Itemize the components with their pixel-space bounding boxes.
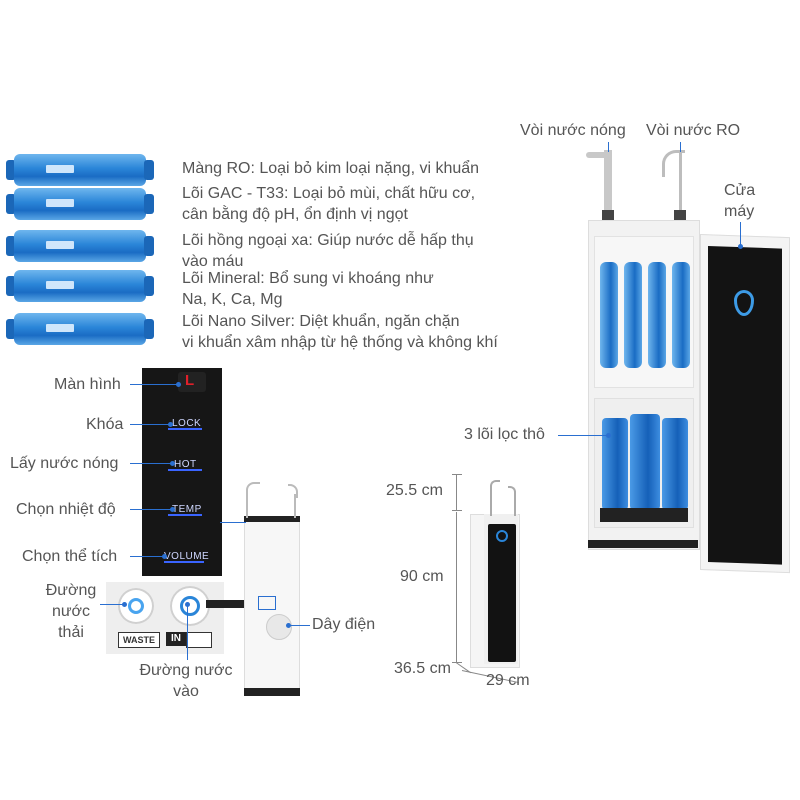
label-power-cord: Dây điện	[312, 616, 376, 633]
hot-tap-spout	[586, 152, 608, 158]
label-hot-tap: Vòi nước nóng	[520, 122, 626, 139]
dim-logo-drop	[496, 530, 508, 542]
ro-tap-pipe	[679, 152, 682, 212]
label-screen: Màn hình	[54, 376, 121, 393]
inner-cartridge-4	[672, 262, 690, 368]
dim-tap-right	[508, 486, 516, 516]
in-tag: IN	[166, 632, 186, 646]
leader-power	[288, 625, 310, 626]
hot-button-glow	[168, 469, 202, 471]
leader-door	[740, 222, 741, 246]
dim-depth-line	[455, 662, 472, 674]
lock-button-glow	[168, 428, 202, 430]
leader-hot	[130, 463, 172, 464]
dim-depth-value: 36.5 cm	[394, 660, 451, 677]
machine-base	[588, 540, 698, 548]
door-drop-logo	[734, 290, 754, 316]
label-ro-tap: Vòi nước RO	[646, 122, 741, 139]
display-value: L	[185, 372, 195, 389]
control-panel-surface	[142, 368, 222, 576]
side-tap-hot	[246, 482, 260, 498]
side-tap-ro	[288, 484, 298, 498]
gac-cartridge	[6, 186, 154, 222]
pre-filter-2	[630, 414, 660, 510]
label-hot-water: Lấy nước nóng	[10, 455, 119, 472]
in-tag-detail	[186, 632, 212, 648]
inlet-port-ring	[180, 596, 200, 616]
label-pre-filters: 3 lõi lọc thô	[464, 426, 545, 443]
volume-button-glow	[164, 561, 204, 563]
hot-tap-pipe	[604, 150, 612, 212]
dim-height-line	[456, 512, 457, 662]
lock-button[interactable]: LOCK	[172, 418, 202, 429]
dim-machine-door	[488, 524, 516, 662]
filter-label-gac: Lõi GAC - T33: Loại bỏ mùi, chất hữu cơ,…	[182, 185, 476, 223]
side-port-highlight	[258, 596, 276, 610]
waste-tag: WASTE	[118, 632, 160, 648]
leader-inlet	[187, 604, 188, 660]
nano-silver-cartridge	[6, 311, 154, 347]
dim-height-value: 90 cm	[400, 568, 444, 585]
leader-screen	[130, 384, 178, 385]
power-cord	[206, 600, 250, 608]
dim-top-value: 25.5 cm	[386, 482, 443, 499]
dim-tap-left	[490, 480, 500, 516]
leader-volume	[130, 556, 164, 557]
volume-button[interactable]: VOLUME	[164, 551, 210, 562]
side-base	[244, 688, 300, 696]
waste-port-ring	[128, 598, 144, 614]
label-lock: Khóa	[86, 416, 124, 433]
lower-base-tray	[600, 508, 688, 522]
hot-tap-base	[602, 210, 614, 220]
leader-side-view	[220, 522, 246, 523]
temp-button[interactable]: TEMP	[172, 504, 202, 515]
leader-ro-tap	[680, 142, 681, 152]
leader-pre-filters	[558, 435, 608, 436]
temp-button-glow	[168, 514, 202, 516]
pre-filter-3	[662, 418, 688, 510]
pre-filter-1	[602, 418, 628, 510]
ro-tap-spout	[662, 150, 685, 177]
label-volume: Chọn thể tích	[22, 548, 118, 565]
label-temperature: Chọn nhiệt độ	[16, 501, 116, 518]
inner-cartridge-1	[600, 262, 618, 368]
mineral-cartridge	[6, 268, 154, 304]
side-top-rim	[244, 516, 300, 522]
inner-cartridge-3	[648, 262, 666, 368]
leader-waste	[100, 604, 124, 605]
side-cabinet	[244, 520, 300, 690]
inner-cartridge-2	[624, 262, 642, 368]
leader-lock	[130, 424, 170, 425]
dim-width-value: 29 cm	[486, 672, 530, 689]
leader-temp	[130, 509, 172, 510]
display-screen	[178, 372, 206, 392]
ro-tap-base	[674, 210, 686, 220]
leader-hot-tap	[608, 142, 609, 152]
dim-top-line	[456, 474, 457, 510]
filter-label-ro: Màng RO: Loại bỏ kim loại nặng, vi khuẩn	[182, 160, 480, 177]
hot-button[interactable]: HOT	[174, 459, 197, 470]
far-infrared-cartridge	[6, 228, 154, 264]
ro-membrane-cartridge	[6, 152, 154, 188]
